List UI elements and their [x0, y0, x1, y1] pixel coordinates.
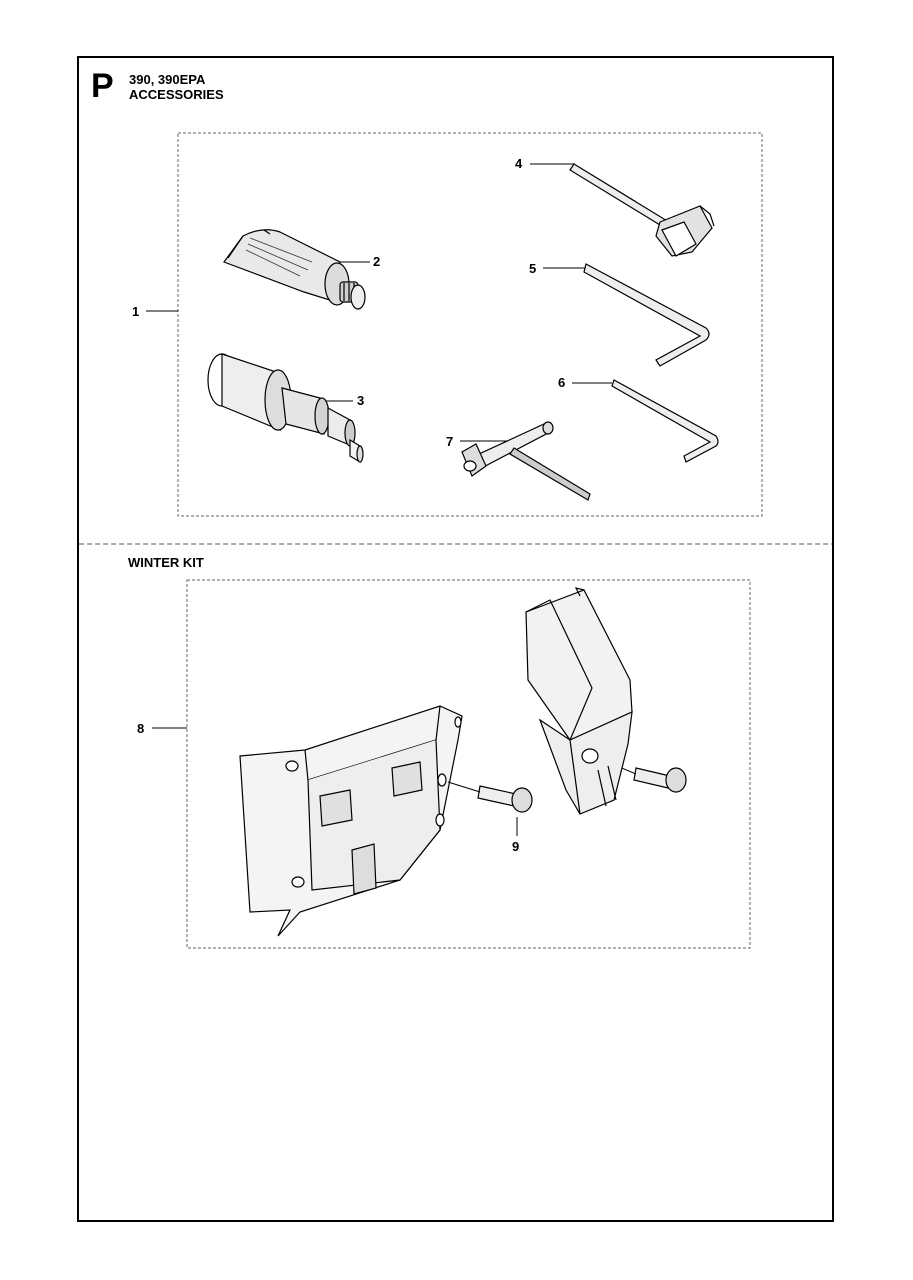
- winter-cover-plate-icon: [239, 705, 463, 937]
- hex-key-large-icon: [583, 263, 710, 367]
- callout-2: 2: [373, 254, 381, 269]
- callout-9: 9: [512, 839, 520, 854]
- screw-icon: [477, 767, 687, 813]
- callout-6: 6: [558, 375, 566, 390]
- callout-3: 3: [357, 393, 365, 408]
- callout-5: 5: [529, 261, 537, 276]
- intake-cover-icon: [525, 587, 633, 815]
- callout-8: 8: [137, 721, 145, 736]
- hex-key-small-icon: [611, 379, 719, 463]
- accessories-group-box: [177, 132, 763, 517]
- section-title: ACCESSORIES: [129, 87, 224, 102]
- callout-1: 1: [132, 304, 140, 319]
- grease-tube-icon: [223, 229, 366, 310]
- winter-kit-title: WINTER KIT: [128, 555, 204, 570]
- winter-kit-group-box: [186, 579, 751, 949]
- callout-7: 7: [446, 434, 454, 449]
- spark-plug-wrench-icon: [569, 163, 715, 257]
- combination-wrench-icon: [461, 421, 591, 501]
- section-letter: P: [91, 67, 114, 105]
- sleeve-tool-icon: [207, 353, 364, 464]
- model-number: 390, 390EPA: [129, 72, 206, 87]
- callout-4: 4: [515, 156, 523, 171]
- page-frame: [77, 56, 834, 1222]
